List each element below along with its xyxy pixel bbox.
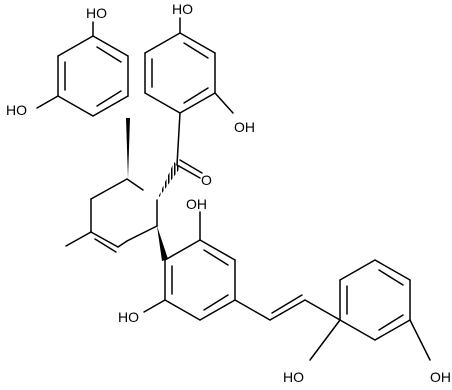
stereo-bonds [126,118,180,261]
ring-c [144,17,234,114]
ring-a [36,21,129,117]
label-oh-top-center: HO [172,1,193,17]
stilbene-bridge [234,294,341,321]
label-oh-left-mid: HO [6,102,27,118]
label-carbonyl-o: O [201,172,212,188]
carbonyl [176,112,203,179]
cyclohexene-ring [65,178,158,253]
label-oh-center: OH [186,196,207,212]
label-oh-top-left: HO [86,5,107,21]
label-oh-bottom-mid: HO [283,369,304,385]
label-oh-right-upper: OH [234,119,255,135]
label-oh-bottom-right: OH [430,369,451,385]
ring-b [143,211,236,321]
label-oh-lower-left: HO [118,309,139,325]
ring-d [309,259,431,361]
